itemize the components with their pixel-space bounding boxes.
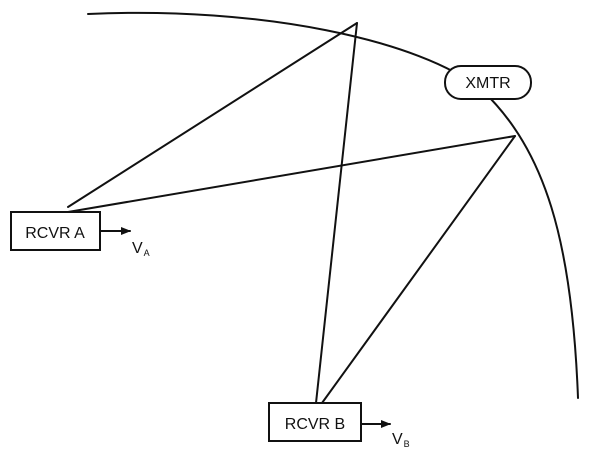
ray-a-to-lower-reflection <box>67 135 516 213</box>
transmitter: XMTR <box>444 65 532 100</box>
transmitter-label: XMTR <box>465 75 510 92</box>
receiver-b-output-label: VB <box>392 431 410 449</box>
receiver-a-box <box>10 211 101 251</box>
ray-lower-reflection-to-b <box>321 135 516 404</box>
ray-a-to-upper-reflection <box>67 22 358 208</box>
receiver-b-label: RCVR B <box>285 416 345 433</box>
ray-upper-reflection-to-b <box>315 22 358 404</box>
receiver-a-label: RCVR A <box>25 225 85 242</box>
receiver-a-output-label: VA <box>132 240 150 258</box>
receiver-b-box <box>268 402 362 442</box>
receiver-b: RCVR B VB <box>268 402 410 449</box>
receiver-a: RCVR A VA <box>10 211 150 258</box>
transmitter-box <box>444 65 532 100</box>
